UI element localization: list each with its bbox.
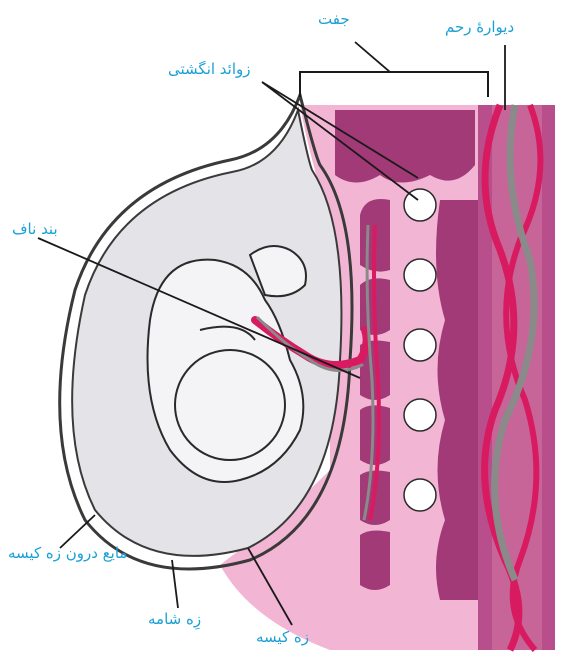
placenta-label: جفت [318,12,350,27]
chorion-label: زِه شامه [148,612,201,627]
villi-label: زوائد انگشتی [168,62,251,77]
uterine-wall-label: دیوارهٔ رحم [445,20,514,35]
amnion-label: زه کیسه [256,630,309,645]
fetus [148,246,307,482]
amniotic-fluid-label: مایع درون زه کیسه [8,546,127,561]
placenta-bracket [300,72,488,97]
umbilical-cord-label: بند ناف [12,222,58,237]
